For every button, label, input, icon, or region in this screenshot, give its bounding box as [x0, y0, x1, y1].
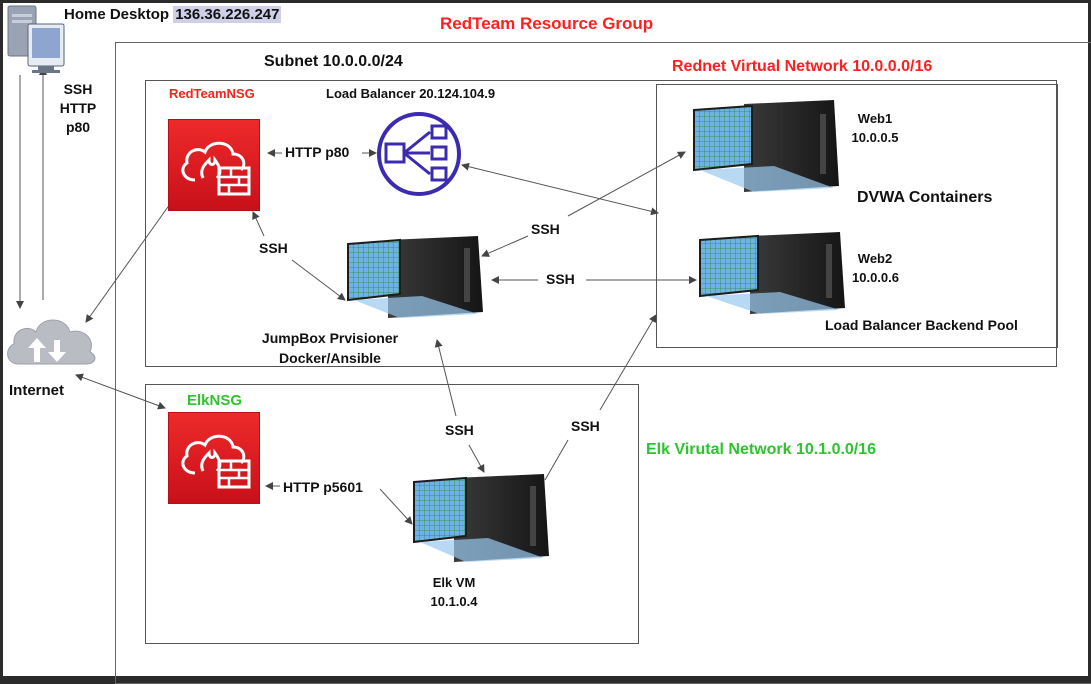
home-protocol-http: HTTP	[59, 100, 97, 116]
edge-nsg-jump-b	[291, 259, 346, 301]
jumpbox-line1: JumpBox Prvisioner	[261, 330, 399, 346]
home-desktop-label: Home Desktop 136.36.226.247	[64, 6, 282, 23]
backend-pool-box	[656, 84, 1058, 348]
internet-label: Internet	[9, 382, 65, 399]
diagram-background	[3, 3, 1088, 676]
subnet-label: Subnet 10.0.0.0/24	[264, 53, 403, 70]
edge-label-elk-web: SSH	[571, 418, 600, 434]
elk-vm-ip: 10.1.0.4	[430, 594, 478, 609]
elk-vm-name: Elk VM	[432, 575, 476, 590]
elk-network-label: Elk Virutal Network 10.1.0.0/16	[646, 441, 877, 458]
backend-pool-label: Load Balancer Backend Pool	[825, 317, 1018, 333]
web1-ip: 10.0.0.5	[851, 130, 899, 145]
edge-elk-pool-b	[599, 314, 657, 411]
web2-ip: 10.0.0.6	[852, 270, 899, 285]
jumpbox-label: JumpBox Prvisioner Docker/Ansible	[240, 328, 420, 368]
dvwa-label: DVWA Containers	[857, 189, 993, 206]
elk-nsg-icon	[169, 413, 259, 503]
home-desktop-name: Home Desktop	[64, 6, 170, 23]
redteam-nsg-label: RedTeamNSG	[169, 86, 255, 101]
home-protocol-list: SSH HTTP p80	[52, 80, 104, 137]
edge-nsg-jump-a	[252, 211, 265, 237]
edge-label-elknsg-elk: HTTP p5601	[283, 479, 363, 495]
load-balancer-label: Load Balancer 20.124.104.9	[326, 86, 496, 101]
jumpbox-line2: Docker/Ansible	[279, 350, 381, 366]
redteam-nsg-icon	[169, 120, 259, 210]
elk-nsg-label: ElkNSG	[187, 392, 243, 409]
edge-jump-web1-b	[567, 151, 686, 217]
edge-label-nsg-jump: SSH	[259, 240, 288, 256]
web1-label: Web1 10.0.0.5	[850, 109, 900, 147]
edge-jump-elk-b	[468, 444, 485, 473]
elk-vm-label: Elk VM 10.1.0.4	[416, 573, 492, 611]
edge-label-jump-elk: SSH	[445, 422, 474, 438]
resource-group-title: RedTeam Resource Group	[440, 14, 654, 33]
edge-jump-web1-a	[481, 235, 529, 257]
edge-label-jump-web1: SSH	[531, 221, 560, 237]
edge-label-nsg-lb: HTTP p80	[285, 144, 350, 160]
web2-name: Web2	[857, 251, 893, 266]
home-protocol-ssh: SSH	[63, 81, 93, 97]
web1-name: Web1	[857, 111, 893, 126]
edge-elknsg-elk-right	[379, 488, 413, 525]
elk-network-box	[145, 384, 639, 644]
home-protocol-port: p80	[65, 119, 91, 135]
edge-label-jump-web2: SSH	[546, 271, 575, 287]
edge-elk-pool-a	[544, 439, 569, 481]
rednet-label: Rednet Virtual Network 10.0.0.0/16	[672, 58, 933, 75]
edge-internet-elknsg	[75, 373, 166, 410]
edge-jump-elk-a	[434, 339, 457, 417]
edge-lb-pool	[461, 162, 659, 216]
home-desktop-ip: 136.36.226.247	[173, 6, 282, 23]
edge-internet-nsg	[85, 196, 176, 323]
web2-label: Web2 10.0.0.6	[852, 249, 899, 287]
